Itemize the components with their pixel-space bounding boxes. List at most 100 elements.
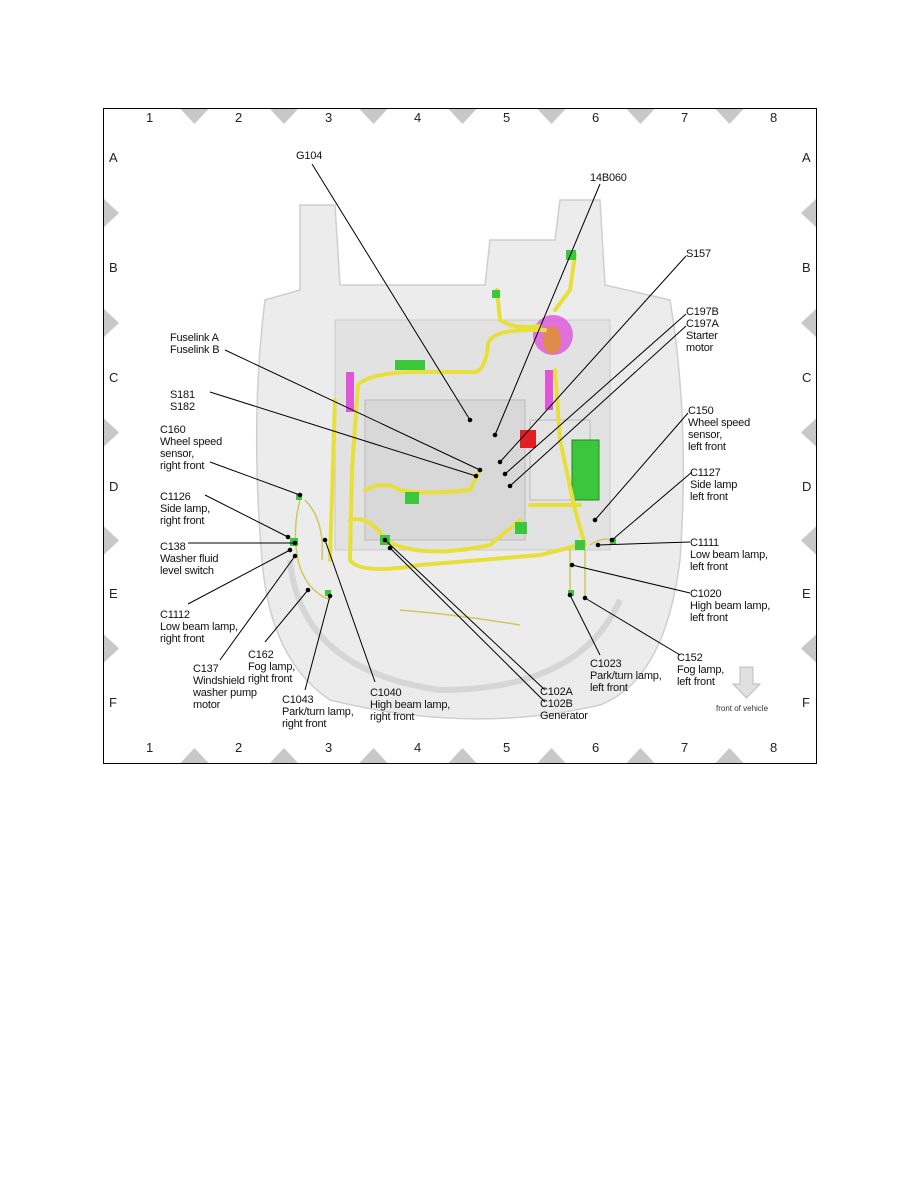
leader-line-c1020 [571,564,691,594]
leader-arrowhead [292,540,298,546]
grid-marker-bottom [626,748,655,763]
leader-line-fuselink [224,349,481,471]
callout-line: Fuselink A [170,332,219,344]
callout-line: C1020 [690,588,722,600]
column-label-bottom: 6 [592,740,600,755]
leader-line-c162 [264,589,309,643]
leader-arrowhead [297,492,303,498]
callout-line: right front [248,673,293,685]
grid-marker-left [104,199,119,227]
row-label-left: A [109,150,118,165]
callout-line: washer pump [193,687,257,699]
leader-arrowhead [292,553,298,559]
grid-marker-bottom [448,748,477,763]
column-label-top: 3 [325,110,333,125]
grid-marker-right [801,634,816,663]
grid-marker-top [715,109,744,124]
column-label-top: 7 [681,110,689,125]
front-of-vehicle-arrow-icon [731,666,762,699]
wire-harness [328,253,587,571]
callout-line: Fog lamp, [677,664,725,676]
callout-line: sensor, [160,448,195,460]
battery-junction-box [571,439,600,501]
callout-line: C1023 [590,658,622,670]
callout-line: C197A [686,318,719,330]
callout-line: C137 [193,663,219,675]
leader-arrowhead [477,467,483,473]
callout-line: motor [686,342,714,354]
grid-marker-bottom [180,748,209,763]
diagram-frame [103,108,817,764]
leader-arrowhead [497,459,503,465]
callout-line: C197B [686,306,719,318]
callout-line: left front [690,491,728,503]
callout-line: Park/turn lamp, [590,670,662,682]
leader-line-s181 [209,391,477,477]
callout-line: S182 [170,401,195,413]
column-label-bottom: 7 [681,740,689,755]
leader-line-c1126 [204,494,289,538]
callout-line: C1040 [370,687,402,699]
callout-line: left front [677,676,715,688]
leader-line-c1023 [569,594,601,656]
row-label-left: D [109,479,119,494]
grid-marker-right [801,199,816,227]
row-label-left: E [109,586,118,601]
callout-line: right front [282,718,327,730]
grid-marker-top [537,109,566,124]
callout-line: Side lamp [690,479,738,491]
column-label-top: 8 [770,110,778,125]
callout-line: right front [160,515,205,527]
callout-line: right front [160,633,205,645]
grid-marker-right [801,309,816,337]
leader-arrowhead [287,547,293,553]
leader-line-14b060 [494,183,601,436]
leader-line-c1127 [611,471,693,541]
callout-line: Low beam lamp, [160,621,238,633]
column-label-bottom: 5 [503,740,511,755]
grid-marker-bottom [537,748,566,763]
grid-marker-right [801,418,816,447]
grid-marker-left [104,418,119,447]
leader-arrowhead [467,417,473,423]
row-label-left: B [109,260,118,275]
row-label-right: A [802,150,811,165]
row-label-right: B [802,260,811,275]
callout-line: C102B [540,698,573,710]
column-label-bottom: 8 [770,740,778,755]
leader-arrowhead [569,562,575,568]
callout-line: C150 [688,405,714,417]
callout-line: sensor, [688,429,723,441]
leader-line-c102 [384,539,546,691]
callout-line: C1112 [160,609,190,621]
leader-lines [187,163,693,703]
callout-line: C1127 [690,467,721,479]
column-label-top: 5 [503,110,511,125]
row-label-right: E [802,586,811,601]
callout-14b060: 14B060 [590,172,627,184]
callout-line: C152 [677,652,703,664]
column-label-top: 6 [592,110,600,125]
grid-marker-top [359,109,388,124]
leader-arrowhead [567,592,573,598]
grid-marker-top [270,109,298,124]
grid-markers [104,109,816,763]
leader-arrowhead [592,517,598,523]
callout-line: Wheel speed [688,417,751,429]
callout-line: High beam lamp, [690,600,771,612]
callout-line: Wheel speed [160,436,223,448]
row-label-right: D [802,479,812,494]
callout-line: C1126 [160,491,191,503]
leader-line-c197 [509,325,687,487]
